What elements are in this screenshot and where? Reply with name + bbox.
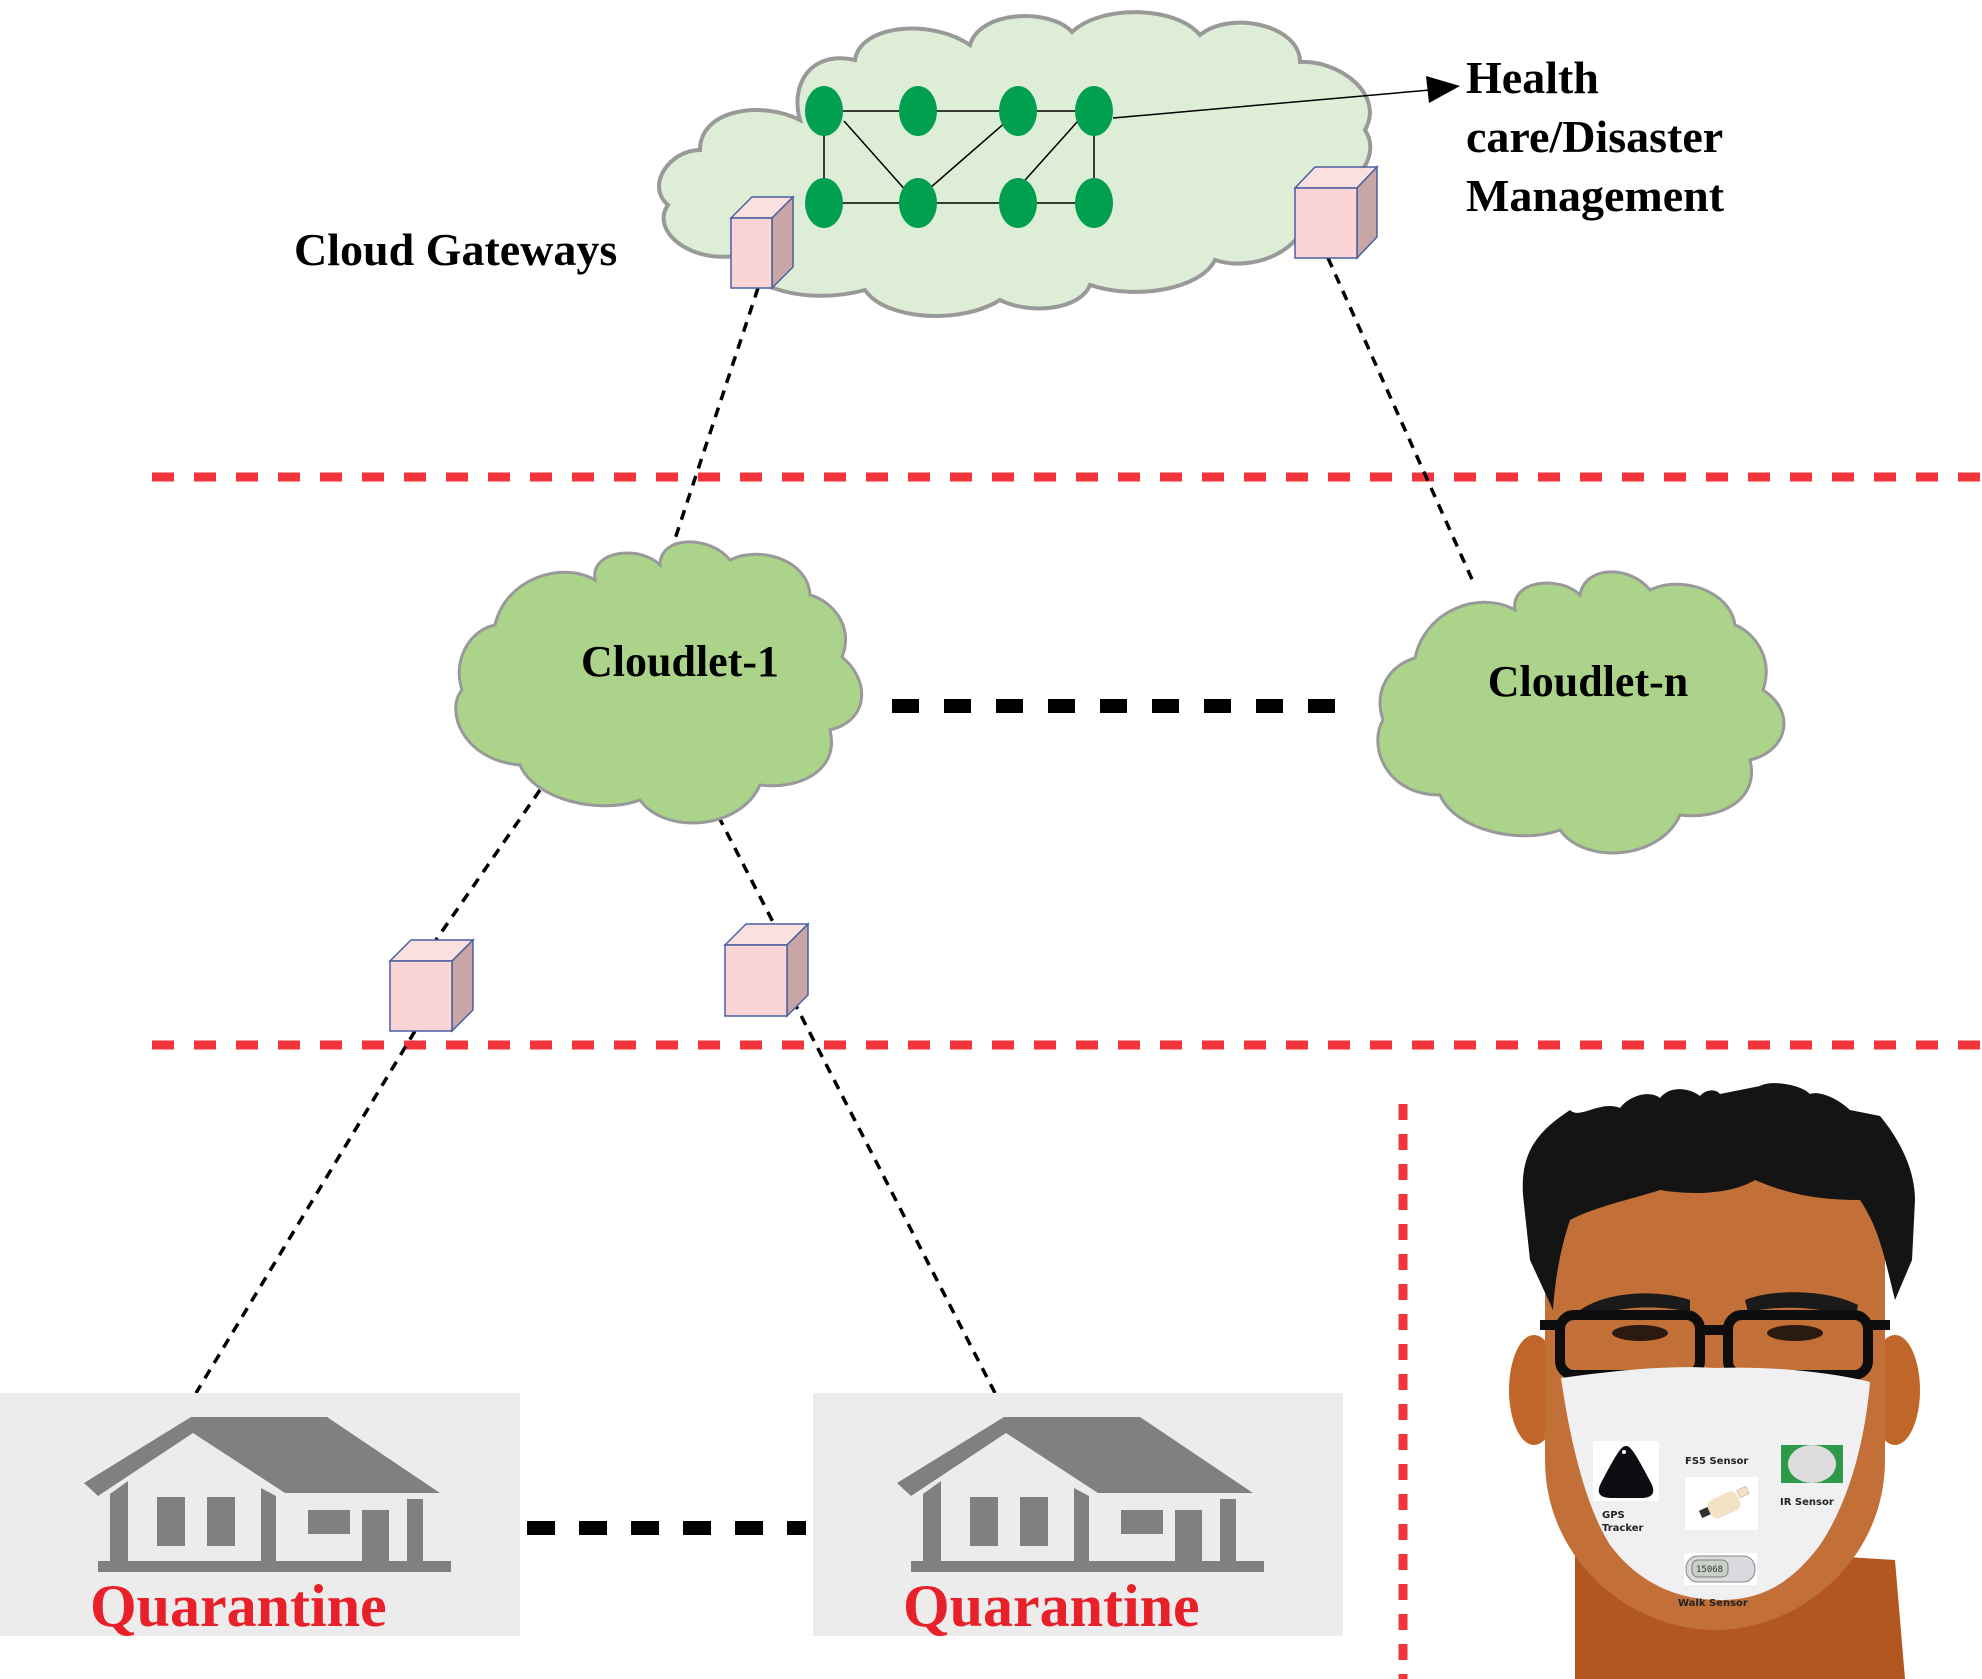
- edge: [929, 120, 1008, 189]
- core-cloud-shape: [657, 10, 1373, 318]
- link-gw-left-house1: [194, 1030, 417, 1394]
- gateway-cube-top-right: [1293, 165, 1379, 260]
- core-network-edges: [823, 110, 1095, 204]
- gps-tracker-hole: [1622, 1450, 1626, 1454]
- gps-tracker-icon: [1598, 1446, 1654, 1498]
- cloudlet-n-label: Cloudlet-n: [1488, 657, 1688, 706]
- house-icon: [897, 1417, 1264, 1572]
- person-with-smart-mask: GPS Tracker FS5 Sensor IR Sensor 15068 W…: [1509, 1083, 1920, 1679]
- walk-sensor-reading: 15068: [1696, 1565, 1723, 1575]
- cloudlet-1: Cloudlet-1: [454, 540, 864, 825]
- network-node: [999, 86, 1037, 136]
- link-gw-right-house2: [791, 999, 997, 1394]
- arrow-head-icon: [1426, 76, 1460, 103]
- quarantine-house-2: Quarantine: [813, 1393, 1343, 1639]
- network-node: [1075, 86, 1113, 136]
- network-node: [899, 86, 937, 136]
- eye-left: [1612, 1325, 1668, 1341]
- edge: [843, 120, 909, 194]
- gateway-cube-mid-right: [723, 922, 810, 1018]
- eyebrow-left: [1580, 1293, 1690, 1320]
- quarantine-label-2: Quarantine: [903, 1573, 1200, 1639]
- link-cloudlet1-gw-left: [434, 789, 542, 941]
- cloudlet-1-label: Cloudlet-1: [581, 637, 779, 686]
- link-gateway-cloudlet1: [670, 287, 760, 549]
- link-cloudlet1-gw-right: [708, 799, 776, 925]
- network-node: [805, 86, 843, 136]
- quarantine-house-1: Quarantine: [0, 1393, 520, 1639]
- links: [194, 257, 1477, 1394]
- cloud-gateways-label: Cloud Gateways: [294, 224, 617, 275]
- health-label-line1: Health: [1466, 52, 1599, 103]
- network-node: [805, 178, 843, 228]
- health-label-line3: Management: [1466, 170, 1725, 221]
- walk-sensor-display: [1691, 1559, 1729, 1578]
- gps-label-line1: GPS: [1602, 1510, 1625, 1521]
- arrow-line: [1112, 89, 1431, 119]
- network-node: [1075, 178, 1113, 228]
- eyebrow-right: [1745, 1292, 1858, 1320]
- cloudlet-1-shape: [454, 540, 864, 825]
- hair: [1522, 1083, 1915, 1310]
- edge: [1017, 120, 1079, 189]
- gateway-cube-top-left: [729, 195, 795, 290]
- eye-right: [1767, 1325, 1823, 1341]
- cloudlet-n-shape: [1376, 570, 1786, 855]
- gps-label-line2: Tracker: [1602, 1523, 1643, 1534]
- quarantine-label-1: Quarantine: [90, 1573, 387, 1639]
- health-label-line2: care/Disaster: [1466, 111, 1723, 162]
- fs5-label: FS5 Sensor: [1685, 1456, 1748, 1467]
- walk-label: Walk Sensor: [1678, 1598, 1748, 1609]
- network-node: [999, 178, 1037, 228]
- gateway-cube-mid-left: [388, 938, 475, 1033]
- house-icon: [84, 1417, 451, 1572]
- ir-label: IR Sensor: [1780, 1497, 1834, 1508]
- core-network-nodes: [805, 86, 1113, 228]
- ir-sensor-dome: [1788, 1445, 1836, 1483]
- fs5-sensor-icon: [1698, 1485, 1750, 1519]
- cloudlet-n: Cloudlet-n: [1376, 570, 1786, 855]
- link-gateway-cloudletn: [1326, 257, 1477, 587]
- network-node: [899, 178, 937, 228]
- core-cloud: [657, 10, 1460, 318]
